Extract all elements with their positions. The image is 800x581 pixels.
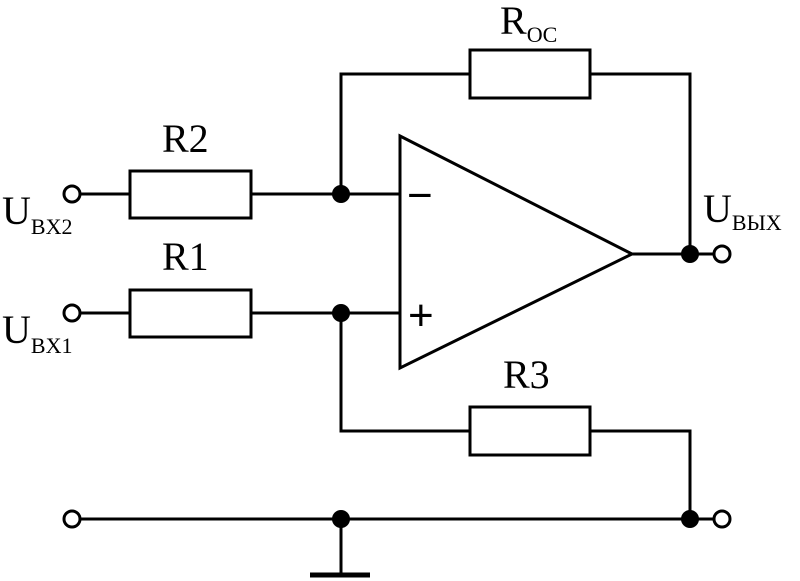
terminal-input2 xyxy=(62,184,82,204)
label-r3: R3 xyxy=(503,352,550,397)
junction-dot xyxy=(332,304,350,322)
label-u-out: UBЫX xyxy=(703,186,782,235)
op-amp-triangle xyxy=(398,133,636,371)
plus-sign: + xyxy=(408,291,434,340)
label-u-in2: UBX2 xyxy=(2,188,72,239)
resistor-r1 xyxy=(128,288,253,339)
junction-dot xyxy=(332,510,350,528)
terminal-ground-right xyxy=(712,509,732,529)
resistor-r2 xyxy=(128,169,253,220)
wire-feedback-right xyxy=(590,72,692,254)
resistor-r3 xyxy=(468,405,592,457)
label-roc: ROC xyxy=(500,0,557,47)
label-u-in1: UBX1 xyxy=(2,307,72,358)
label-r1: R1 xyxy=(162,234,209,279)
wire-feedback-left xyxy=(339,72,470,194)
minus-sign: − xyxy=(407,171,433,220)
junction-dot xyxy=(681,510,699,528)
junction-dot xyxy=(332,185,350,203)
terminal-output xyxy=(712,244,732,264)
wire-r3-left xyxy=(339,313,470,433)
wire-r3-right xyxy=(590,429,692,519)
terminal-input1 xyxy=(62,303,82,323)
label-r2: R2 xyxy=(162,116,209,161)
junction-dot xyxy=(681,245,699,263)
resistor-roc xyxy=(468,48,592,100)
terminal-ground-left xyxy=(62,509,82,529)
